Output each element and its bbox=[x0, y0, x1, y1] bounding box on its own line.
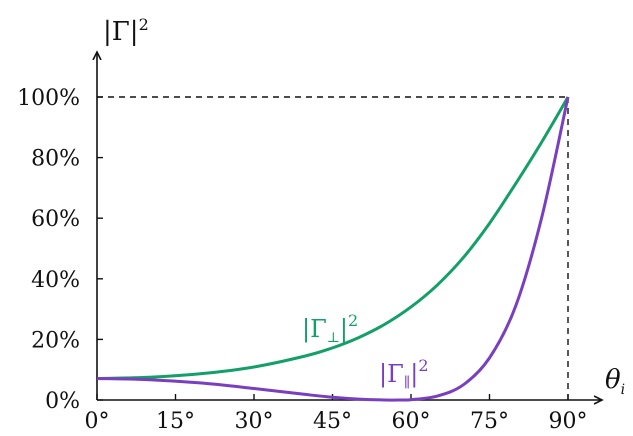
y-tick-label: 40% bbox=[31, 268, 80, 293]
x-tick-label: 45° bbox=[313, 409, 352, 434]
x-axis-title: θi bbox=[605, 365, 625, 398]
y-tick-label: 20% bbox=[31, 328, 80, 353]
x-tick-label: 75° bbox=[470, 409, 509, 434]
y-tick-label: 0% bbox=[45, 389, 80, 414]
x-tick-label: 0° bbox=[85, 409, 110, 434]
series-parallel-label: |Γ∥|2 bbox=[379, 356, 429, 391]
y-tick-label: 60% bbox=[31, 207, 80, 232]
series-parallel-curve bbox=[96, 96, 570, 402]
x-ticks: 0° 15° 30° 45° 60° 75° 90° bbox=[85, 394, 588, 434]
y-tick-label: 80% bbox=[31, 147, 80, 172]
y-ticks: 0% 20% 40% 60% 80% 100% bbox=[17, 86, 103, 414]
y-axis-title: |Γ|2 bbox=[103, 15, 149, 47]
x-tick-label: 15° bbox=[156, 409, 195, 434]
x-tick-label: 90° bbox=[549, 409, 588, 434]
x-tick-label: 60° bbox=[392, 409, 431, 434]
y-tick-label: 100% bbox=[17, 86, 80, 111]
series-perpendicular-curve bbox=[96, 96, 570, 380]
x-tick-label: 30° bbox=[235, 409, 274, 434]
